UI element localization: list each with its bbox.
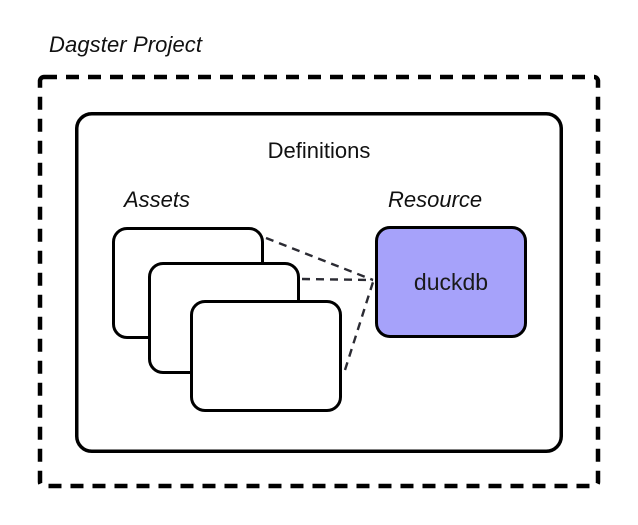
project-boundary-outline: [37, 74, 601, 489]
resource-node-label: duckdb: [413, 268, 489, 295]
definitions-label: Definitions: [267, 138, 371, 163]
asset-card[interactable]: [190, 300, 342, 412]
project-title: Dagster Project: [49, 32, 203, 57]
project-boundary: [37, 74, 601, 489]
resource-group-label: Resource: [388, 187, 483, 212]
resource-node-duckdb[interactable]: duckdb: [375, 226, 527, 338]
assets-group-label: Assets: [124, 187, 191, 212]
